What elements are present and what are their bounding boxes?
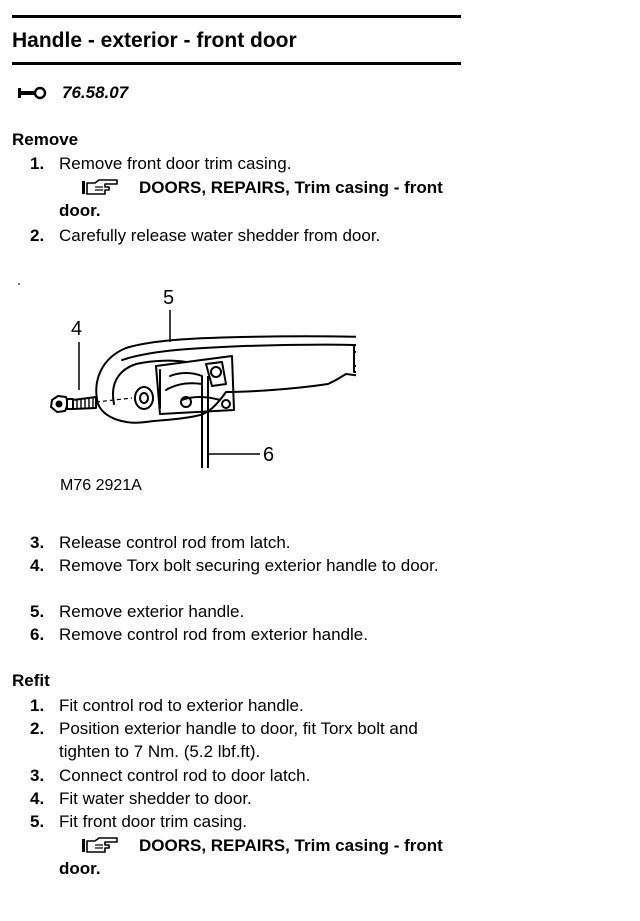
refit-heading: Refit: [12, 671, 50, 690]
step-number: 3.: [30, 533, 45, 552]
handle-end-cap: [353, 344, 356, 373]
step-number: 6.: [30, 625, 45, 644]
callout-6: 6: [263, 444, 275, 466]
refit-step-2: 2. Position exterior handle to door, fit…: [30, 717, 460, 763]
reference-text: DOORS, REPAIRS, Trim casing - front door…: [59, 178, 443, 220]
remove-cross-reference: DOORS, REPAIRS, Trim casing - front door…: [59, 176, 461, 222]
refit-step-4: 4. Fit water shedder to door.: [30, 787, 460, 810]
bolt-boss: [134, 386, 154, 410]
refit-cross-reference: DOORS, REPAIRS, Trim casing - front door…: [59, 834, 461, 880]
step-text: Remove control rod from exterior handle.: [59, 625, 368, 644]
step-text: Carefully release water shedder from doo…: [59, 226, 381, 245]
operation-code: 76.58.07: [18, 82, 128, 104]
step-number: 1.: [30, 154, 45, 173]
step-text: Fit front door trim casing.: [59, 812, 248, 831]
reference-text: DOORS, REPAIRS, Trim casing - front door…: [59, 836, 443, 878]
handle-body: [95, 335, 356, 424]
page-title: Handle - exterior - front door: [12, 29, 297, 52]
refit-step-1: 1. Fit control rod to exterior handle.: [30, 694, 460, 717]
remove-step-5: 5. Remove exterior handle.: [30, 600, 460, 623]
top-rule: [12, 15, 461, 18]
wrench-icon: [18, 86, 47, 100]
step-text: Fit control rod to exterior handle.: [59, 696, 304, 715]
exterior-handle-illustration: [50, 310, 356, 468]
pointing-hand-icon: [82, 837, 118, 853]
callout-4: 4: [71, 318, 83, 340]
figure-caption: M76 2921A: [60, 477, 142, 494]
step-text: Fit water shedder to door.: [59, 789, 252, 808]
remove-step-3: 3. Release control rod from latch.: [30, 531, 460, 554]
step-number: 1.: [30, 696, 45, 715]
refit-step-5: 5. Fit front door trim casing.: [30, 810, 460, 833]
step-number: 5.: [30, 812, 45, 831]
remove-step-1: 1. Remove front door trim casing.: [30, 152, 460, 175]
step-text: Remove front door trim casing.: [59, 154, 292, 173]
refit-step-3: 3. Connect control rod to door latch.: [30, 764, 460, 787]
operation-number: 76.58.07: [62, 83, 129, 102]
scan-speck: [18, 283, 20, 285]
exterior-handle-figure: 4 5 6 M76 2921A: [36, 280, 356, 500]
step-text: Remove exterior handle.: [59, 602, 245, 621]
step-text: Release control rod from latch.: [59, 533, 291, 552]
control-rod: [201, 376, 209, 468]
step-number: 2.: [30, 226, 45, 245]
step-number: 3.: [30, 766, 45, 785]
remove-step-2: 2. Carefully release water shedder from …: [30, 224, 460, 247]
callout-5: 5: [163, 287, 175, 309]
remove-heading: Remove: [12, 130, 79, 149]
pointing-hand-icon: [82, 179, 118, 195]
step-number: 5.: [30, 602, 45, 621]
step-number: 2.: [30, 719, 45, 738]
remove-step-6: 6. Remove control rod from exterior hand…: [30, 623, 460, 646]
remove-step-4: 4. Remove Torx bolt securing exterior ha…: [30, 554, 460, 577]
latch-mechanism: [155, 355, 235, 415]
title-underline: [12, 62, 461, 65]
step-number: 4.: [30, 789, 45, 808]
torx-bolt: [50, 395, 133, 413]
step-text: Connect control rod to door latch.: [59, 766, 311, 785]
step-text: Remove Torx bolt securing exterior handl…: [59, 556, 439, 575]
step-text: Position exterior handle to door, fit To…: [59, 719, 418, 761]
rod-clip: [205, 361, 227, 387]
step-number: 4.: [30, 556, 45, 575]
